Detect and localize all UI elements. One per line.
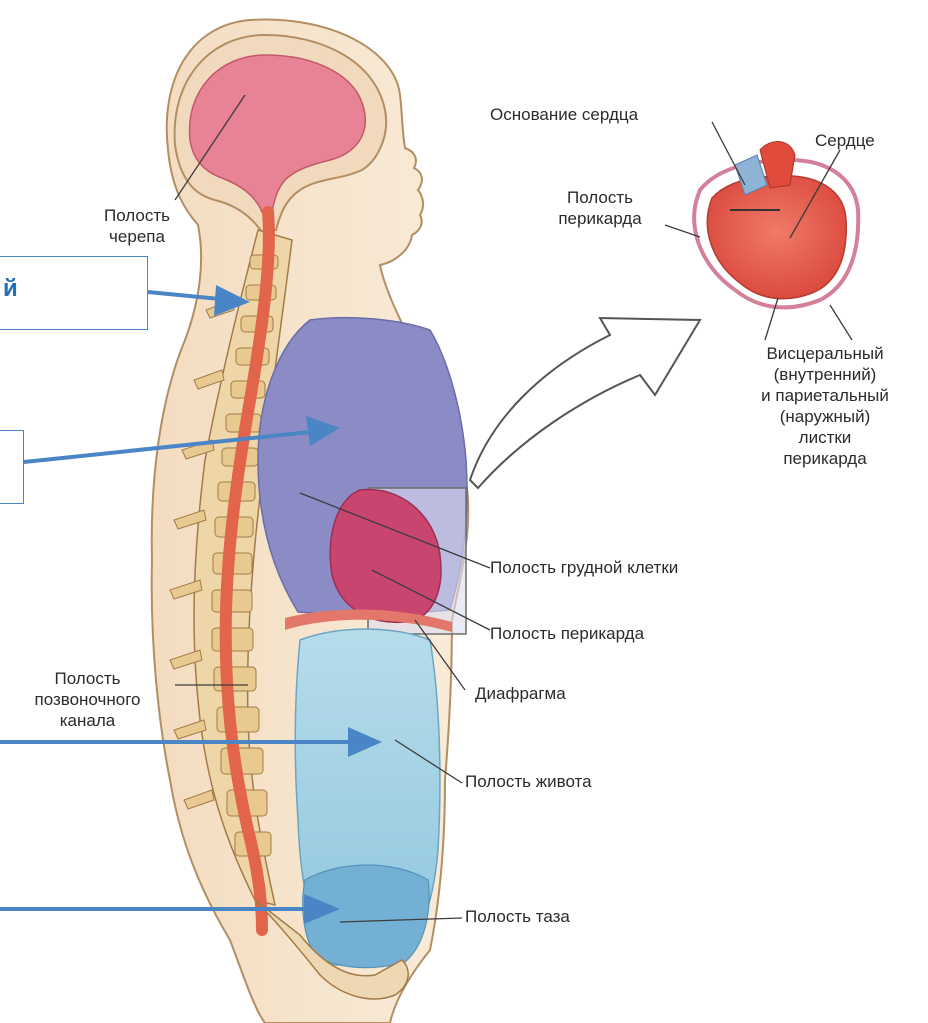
arrow-head-spinal-cord	[214, 285, 250, 316]
arrow-head-pelvis	[304, 894, 340, 924]
arrow-head-abdomen	[348, 727, 382, 757]
arrow-to-thorax	[24, 432, 310, 462]
arrow-head-thorax	[306, 416, 340, 446]
